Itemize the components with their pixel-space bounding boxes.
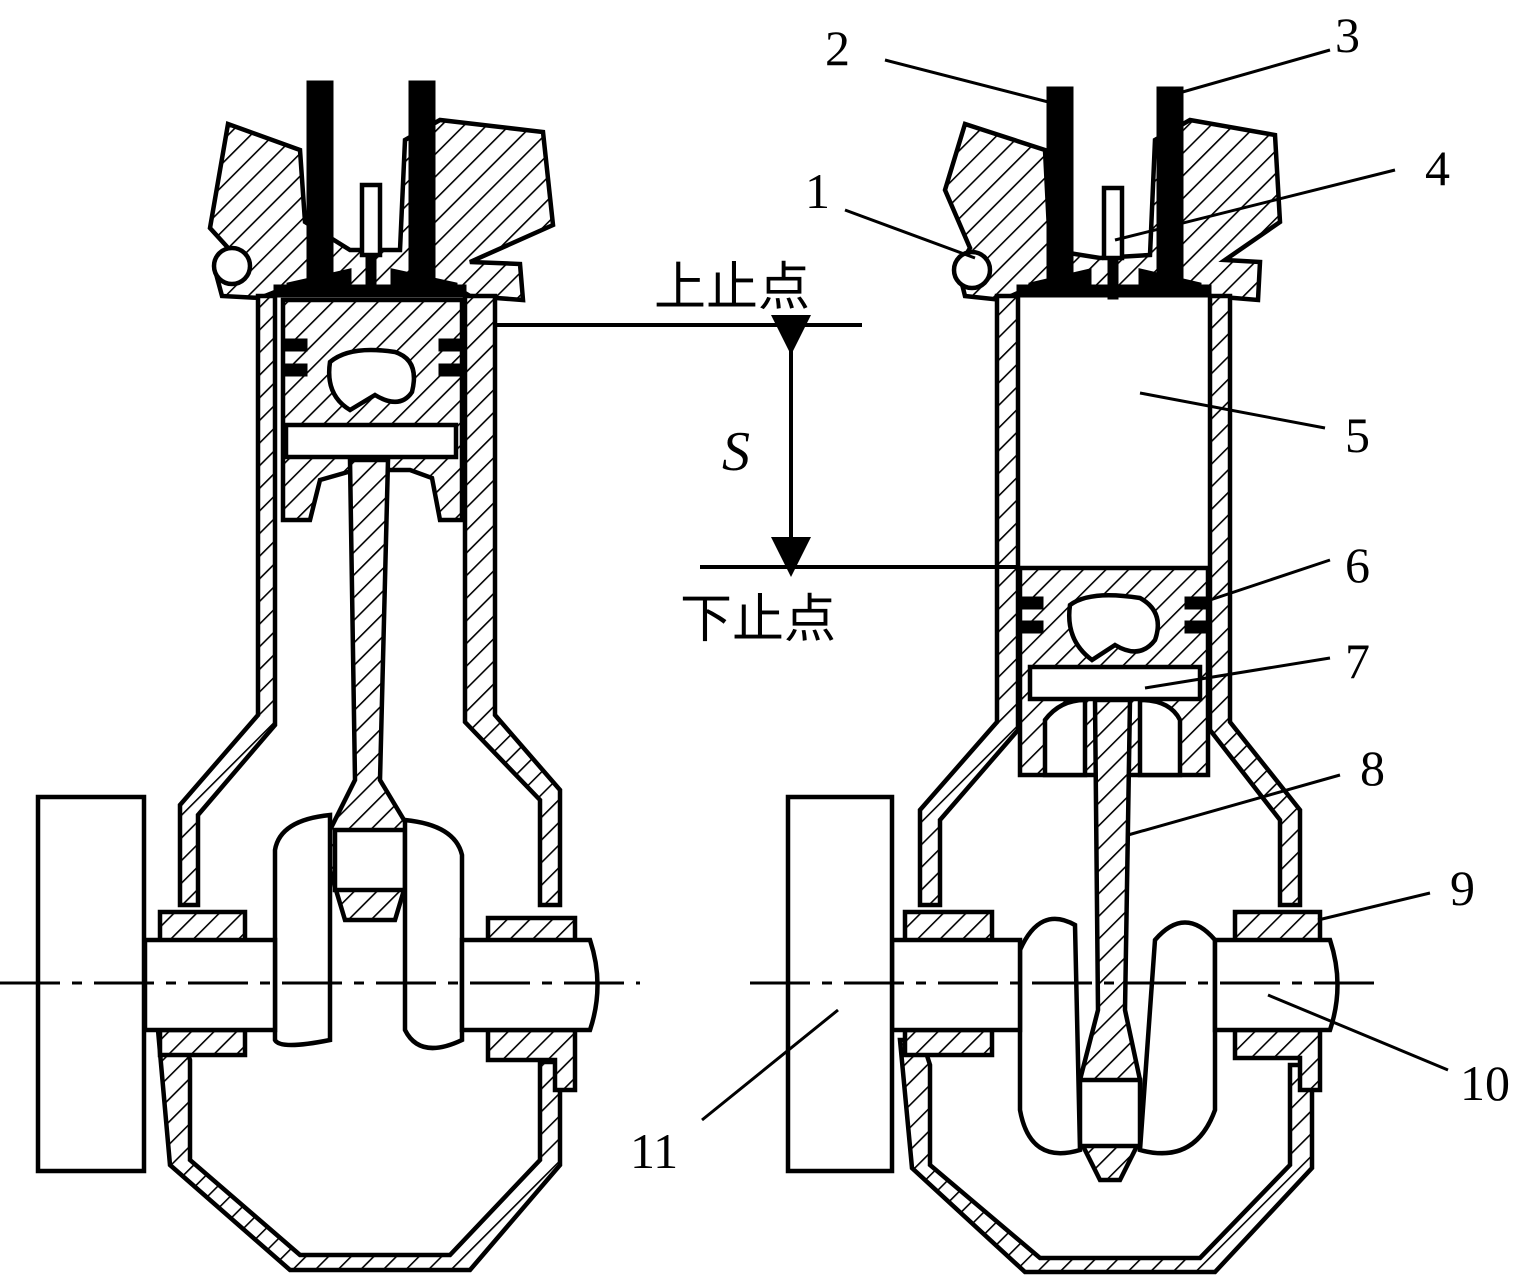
right-rod-big-end [1077,1077,1143,1149]
leader-3 [1171,48,1331,97]
leader-5 [1139,391,1326,430]
left-main-bearing-bot-r [485,1027,578,1093]
label-4: 4 [1425,140,1450,196]
left-block-wall-left [177,293,278,908]
right-main-bearing-bot-r [1232,1027,1323,1093]
right-piston-ring-1 [1020,596,1044,610]
stroke-label: S [722,421,750,483]
right-spark-plug [1101,185,1125,261]
leader-1 [844,208,976,260]
left-block-wall-right [462,293,563,908]
right-main-bearing-bot-l [902,1027,995,1058]
right-main-journal-l [889,937,1023,1033]
leader-8 [1127,773,1341,837]
right-combustion-chamber-top [1016,284,1212,298]
right-main-bearing-top-l [902,909,995,945]
right-piston-skirt-gap-r [1137,697,1183,778]
label-6: 6 [1345,537,1370,593]
leader-2 [884,58,1061,107]
right-exhaust-valve [1156,86,1184,290]
left-piston-ring-3 [438,338,464,352]
left-main-journal-l [142,937,278,1033]
left-exhaust-valve [408,80,436,284]
left-piston-ring-2 [282,363,308,377]
left-main-bearing-top-l [157,909,248,945]
label-5: 5 [1345,407,1370,463]
right-intake-valve [1046,86,1074,290]
label-11: 11 [630,1123,678,1179]
label-7: 7 [1345,633,1370,689]
left-main-bearing-bot-l [157,1027,248,1058]
label-9: 9 [1450,860,1475,916]
label-3: 3 [1335,7,1360,63]
right-head-bolt [951,249,993,291]
right-piston-ring-2 [1020,620,1044,634]
left-piston-ring-4 [438,363,464,377]
left-piston [280,297,465,523]
left-crank-web-left [272,812,333,1048]
left-crankcase [155,1027,563,1273]
label-2: 2 [825,20,850,76]
right-piston-ring-4 [1184,620,1208,634]
right-spark-electrode [1107,256,1119,300]
left-piston-pin-boss [326,347,417,413]
left-crank-web-right [402,817,465,1051]
leader-11 [701,1008,839,1122]
leader-10 [1267,993,1449,1072]
bdc-label: 下止点 [680,590,836,650]
leader-9 [1317,891,1431,922]
right-piston-ring-3 [1184,596,1208,610]
leader-4 [1114,168,1396,242]
label-1: 1 [805,163,830,219]
left-intake-valve [306,80,334,284]
left-connecting-rod [327,457,413,923]
right-connecting-rod [1077,697,1143,1183]
right-block-wall-left [917,293,1021,908]
left-rod-big-end [332,827,408,893]
right-piston-pin-boss [1067,592,1161,663]
right-engine [785,86,1340,1275]
right-crank-web-right [1137,920,1218,1156]
label-10: 10 [1460,1055,1510,1111]
right-piston-skirt-gap-l [1042,697,1088,778]
leader-6 [1194,558,1331,607]
tdc-label: 上止点 [654,258,810,318]
right-crankcase [897,1037,1315,1275]
left-piston-ring-1 [282,338,308,352]
left-spark-plug [359,182,383,258]
right-crank-web-left [1017,916,1083,1156]
left-main-journal-r [459,937,600,1033]
right-block-wall-right [1207,293,1303,908]
left-head-bolt [211,245,253,287]
left-engine [35,80,600,1273]
left-combustion-chamber-top [273,284,467,298]
right-main-journal-r [1212,937,1340,1033]
right-main-bearing-top-r [1232,909,1323,945]
left-piston-pin [283,422,459,460]
label-8: 8 [1360,740,1385,796]
leader-7 [1144,656,1331,690]
